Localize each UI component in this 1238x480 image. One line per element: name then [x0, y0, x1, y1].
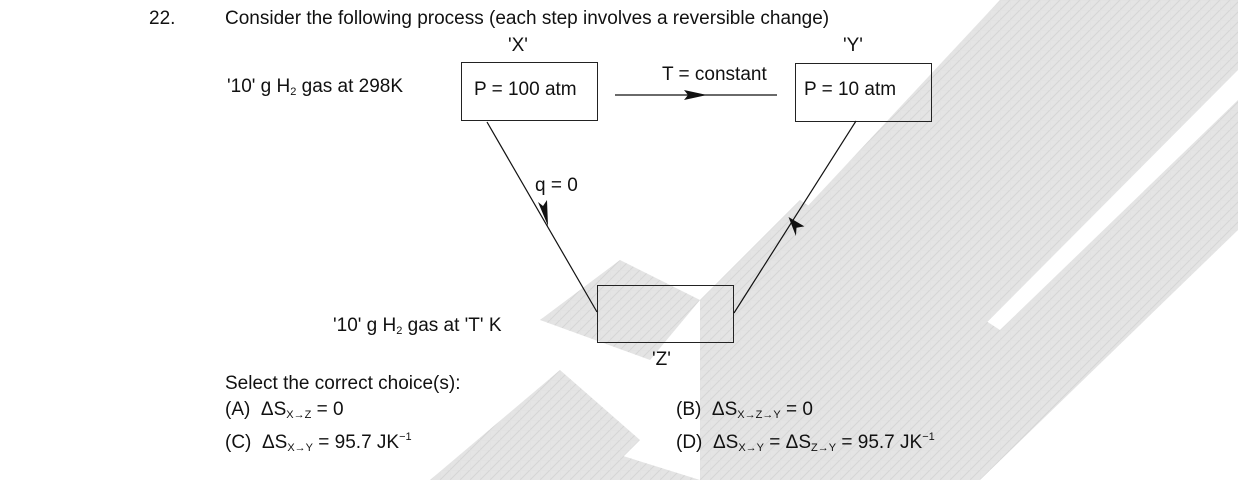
choices-prompt: Select the correct choice(s):	[225, 373, 461, 394]
arrow-z-to-y-line	[733, 120, 857, 314]
option-b-mid: = 0	[780, 399, 813, 420]
option-d-sub: X→Y	[738, 442, 765, 454]
option-a-letter: (A)	[225, 399, 251, 420]
final-state-prefix: '10' g H	[333, 315, 397, 336]
option-a[interactable]: (A) ΔSX→Z = 0	[225, 399, 344, 421]
option-a-sub: X→Z	[286, 409, 312, 421]
box-x-text: P = 100 atm	[474, 79, 577, 100]
option-a-mid: = 0	[311, 399, 344, 420]
initial-state-prefix: '10' g H	[227, 76, 291, 97]
option-c[interactable]: (C) ΔSX→Y = 95.7 JK−1	[225, 431, 412, 454]
arrowhead-z-to-y	[788, 217, 805, 237]
option-c-sub: X→Y	[287, 442, 314, 454]
option-d-mid: = ΔS	[764, 432, 812, 453]
option-d-post: = 95.7 JK	[836, 432, 923, 453]
state-box-x	[461, 62, 598, 121]
initial-state-text: '10' g H2 gas at 298K	[227, 76, 404, 98]
option-b[interactable]: (B) ΔSX→Z→Y = 0	[676, 399, 813, 421]
option-d[interactable]: (D) ΔSX→Y = ΔSZ→Y = 95.7 JK−1	[676, 431, 935, 454]
option-c-mid: = 95.7 JK	[313, 432, 400, 453]
option-c-sup: −1	[399, 431, 412, 443]
state-label-y: 'Y'	[843, 35, 863, 56]
arrow-x-to-z-line	[486, 121, 598, 313]
final-state-suffix: gas at 'T' K	[402, 315, 502, 336]
option-d-pre: ΔS	[712, 432, 739, 453]
state-label-x: 'X'	[508, 35, 528, 56]
question-stem: Consider the following process (each ste…	[225, 8, 830, 29]
option-b-letter: (B)	[676, 399, 702, 420]
option-a-pre: ΔS	[260, 399, 287, 420]
arrow-xz-label: q = 0	[535, 175, 578, 196]
initial-state-suffix: gas at 298K	[296, 76, 404, 97]
arrow-xy-label: T = constant	[662, 64, 767, 85]
question-number: 22.	[149, 8, 176, 29]
option-d-sub2: Z→Y	[811, 442, 837, 454]
option-d-letter: (D)	[676, 432, 703, 453]
option-c-pre: ΔS	[261, 432, 288, 453]
state-label-z: 'Z'	[652, 349, 671, 370]
state-box-z	[597, 285, 734, 343]
option-b-pre: ΔS	[711, 399, 738, 420]
option-b-sub: X→Z→Y	[737, 409, 781, 421]
option-c-letter: (C)	[225, 432, 252, 453]
box-y-text: P = 10 atm	[804, 79, 897, 100]
arrowhead-x-to-z	[538, 200, 548, 226]
final-state-sub: 2	[396, 325, 403, 337]
final-state-text: '10' g H2 gas at 'T' K	[333, 315, 502, 337]
state-box-y	[795, 63, 932, 122]
arrowhead-x-to-y	[684, 90, 707, 100]
initial-state-sub: 2	[290, 86, 297, 98]
option-d-sup: −1	[922, 431, 935, 443]
